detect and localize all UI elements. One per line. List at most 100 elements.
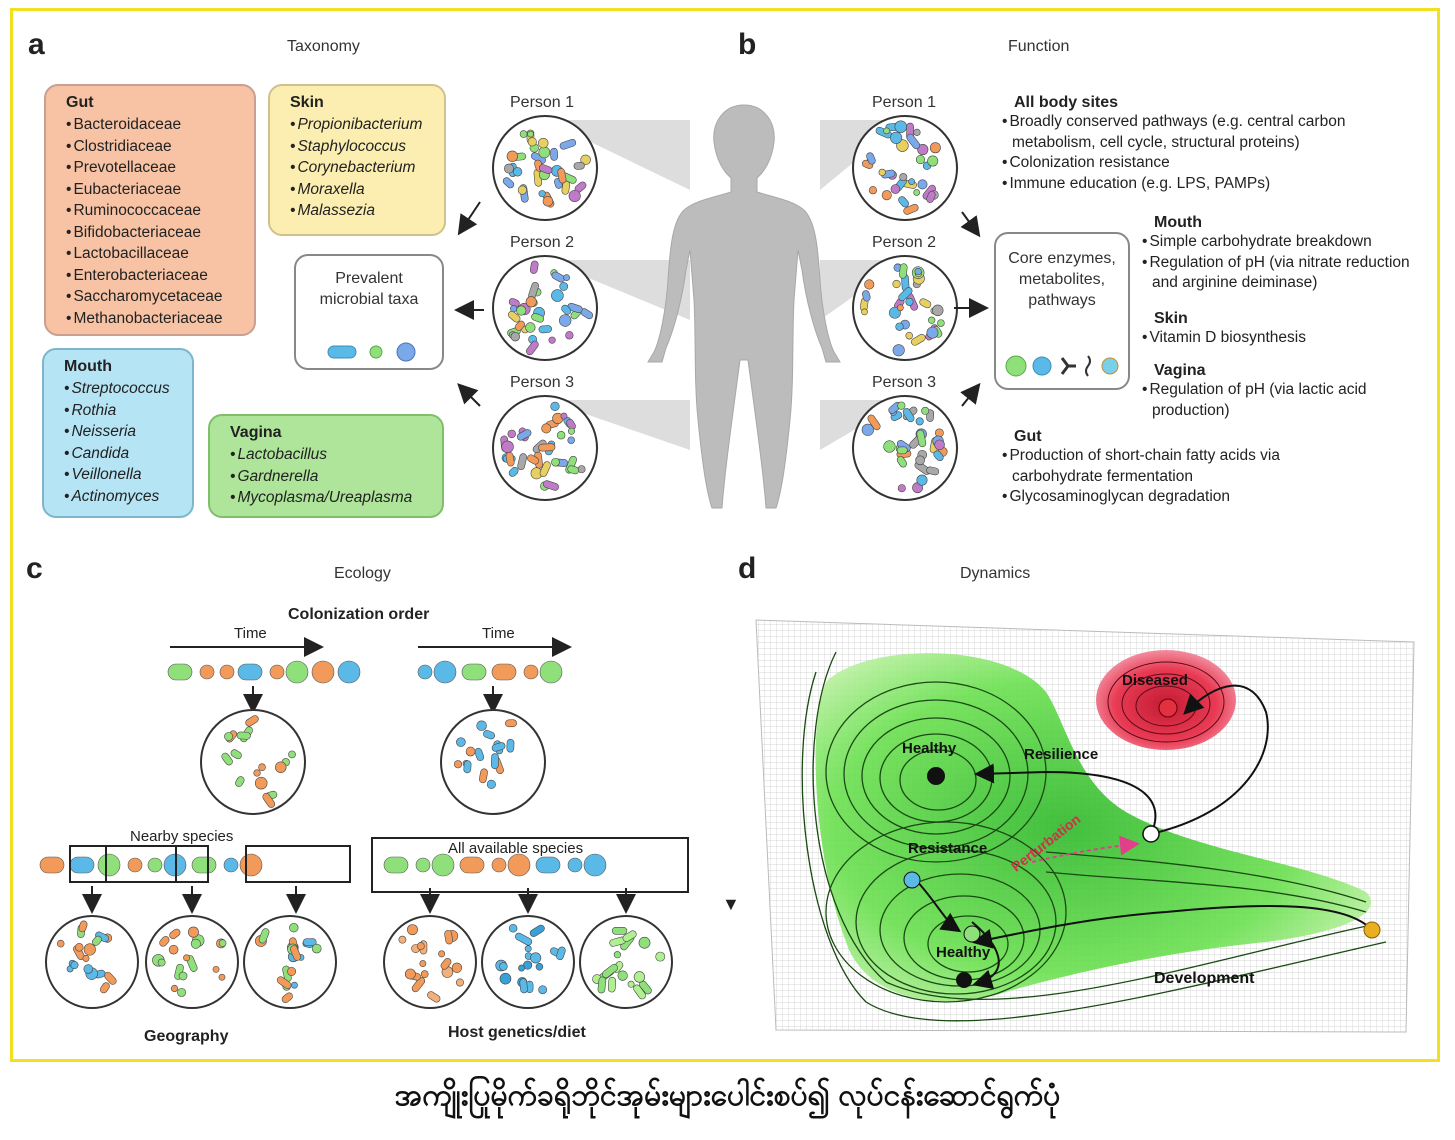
microbe-cell [898,287,913,302]
microbe-cell [504,163,514,174]
all-species-box [371,837,689,893]
microbe-cell [538,164,553,174]
microbe-cell [550,147,558,161]
microbe-cell [525,296,537,308]
species-cell [191,856,217,874]
microbe-cell [597,976,607,994]
microbe-cell [915,417,924,426]
microbe-cell [177,987,187,997]
microbe-cell [416,942,425,951]
microbe-cell [491,742,506,752]
healthy-state-bottom [963,925,981,943]
stability-landscape [755,619,1415,1033]
microbe-cell [187,926,199,938]
gut-fn-heading: Gut [1014,428,1042,445]
microbe-cell [934,439,945,451]
figure-caption: အကျိုးပြုမိုက်ခရိုဘိုင်အုမ်းများပေါင်းစပ… [394,1079,1061,1112]
microbe-cell [190,938,201,949]
microbe-cell [607,976,617,993]
microbe-cell [538,325,552,334]
species-cell [433,660,457,684]
microbe-cell [919,298,932,309]
colonization-order-label: Colonization order [288,606,430,623]
microbe-cell [883,440,896,453]
microbe-cell [230,749,242,760]
vagina-heading: Vagina [230,424,282,441]
species-cell [491,857,507,873]
species-cell [239,853,263,877]
species-cell [507,853,531,877]
microbe-cell [476,720,487,731]
gut-list: Bacteroidaceae Clostridiaceae Prevotella… [66,114,244,329]
microbe-cell [456,737,466,747]
microbe-cell [529,260,539,274]
species-cell [337,660,361,684]
gut-item: Bifidobacteriaceae [66,222,244,244]
microbe-cell [538,137,549,149]
ecology-graphics [39,637,689,1009]
healthy-top-label: Healthy [902,740,957,757]
microbe-cell [559,139,577,150]
panel-b-title: Function [1008,38,1070,55]
microbe-cell [311,943,322,954]
microbe-cell [506,738,515,753]
microbe-cell [622,930,637,942]
microbe-cell [897,401,906,410]
mouth-item: Neisseria [64,421,182,443]
microbe-cell [438,950,446,958]
microbe-cell [517,453,528,471]
microbe-cell [517,185,527,195]
mouth-item: Rothia [64,400,182,422]
microbe-cell [262,793,276,808]
microbe-cell [218,939,227,947]
skin-fn-list: Vitamin D biosynthesis [1142,328,1422,349]
microbe-cell [926,466,940,476]
microbe-cell [407,924,418,936]
microbe-cell [867,414,881,431]
skin-taxa-box: Skin Propionibacterium Staphylococcus Co… [268,84,446,236]
microbe-cell [903,203,919,215]
microbe-cell [895,322,904,331]
species-cell [69,856,95,874]
species-cell [127,857,143,873]
microbe-cell [501,440,514,454]
microbe-cell [567,303,583,314]
microbe-cell [505,719,517,728]
mouth-fn-item: Simple carbohydrate breakdown [1142,232,1422,253]
microbe-cell [170,984,179,993]
microbe-cell [508,466,519,477]
mouth-fn-list: Simple carbohydrate breakdown Regulation… [1142,232,1422,294]
microbe-cell [861,308,868,316]
mouth-item: Actinomyces [64,486,182,508]
panel-a-letter: a [28,28,45,61]
microbe-cell [933,450,944,462]
vagina-fn-heading: Vagina [1154,362,1206,379]
microbe-cell [420,970,429,978]
microbe-cell [559,314,572,327]
geography-circle-1 [45,915,139,1009]
gut-item: Bacteroidaceae [66,114,244,136]
gut-fn-item: Glycosaminoglycan degradation [1002,487,1342,508]
microbe-cell [516,305,527,316]
microbe-cell [530,952,542,964]
microbe-cell [892,279,901,289]
microbe-cell [538,985,548,995]
microbe-cell [868,186,877,195]
microbe-cell [212,965,220,973]
gut-item: Lactobacillaceae [66,243,244,265]
species-cell [417,664,433,680]
microbe-cell [913,128,921,136]
core-molecules-icon [1005,355,1119,377]
species-cell [223,857,239,873]
microbe-cell [550,401,560,411]
microbe-cell [56,939,65,948]
microbe-cell [917,179,928,190]
microbe-cell [926,190,936,203]
species-cell [269,664,285,680]
core-functions-label: Core enzymes, metabolites, pathways [1008,250,1116,309]
gut-item: Prevotellaceae [66,157,244,179]
microbe-cell [404,968,416,980]
diseased-state [1158,698,1178,718]
microbe-cell [454,760,463,769]
skin-item: Malassezia [290,200,434,222]
